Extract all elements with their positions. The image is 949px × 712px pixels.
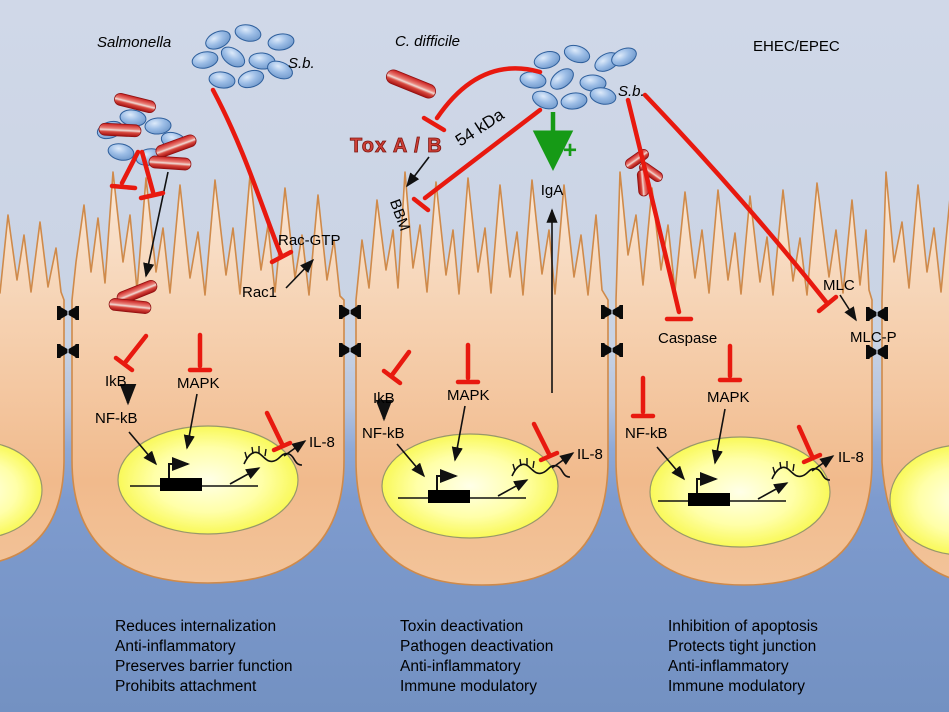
inhibit-mapk-cell1	[187, 332, 213, 373]
label-mapk-cell3: MAPK	[707, 389, 750, 406]
inhibit-rac-gtp	[210, 87, 294, 265]
inhibit-nfkb-cell3	[630, 375, 656, 419]
label-tox-a-b: Tox A / B	[350, 135, 443, 157]
benefit-item: Pathogen deactivation	[400, 638, 553, 655]
label-nfkb-cell1: NF-kB	[95, 410, 138, 427]
inhibition-lines	[109, 66, 839, 465]
inhibit-attachment-1	[109, 149, 141, 191]
label-iga: IgA	[541, 182, 564, 199]
benefit-item: Reduces internalization	[115, 618, 276, 635]
inhibit-ikb-cell1	[113, 333, 149, 373]
inhibit-mapk-cell2	[455, 342, 481, 385]
label-mapk-cell2: MAPK	[447, 387, 490, 404]
label-il8-cell1: IL-8	[309, 434, 335, 451]
label-salmonella: Salmonella	[97, 34, 171, 51]
protease-54kda-line	[411, 107, 543, 213]
label-plus: +	[563, 137, 577, 164]
label-rac-gtp: Rac-GTP	[278, 232, 341, 249]
benefit-item: Anti-inflammatory	[400, 658, 521, 675]
label-ehec-epec: EHEC/EPEC	[753, 38, 840, 55]
benefit-item: Immune modulatory	[668, 678, 805, 695]
nucleus-partial-right	[889, 445, 949, 555]
inhibit-attachment-2	[138, 149, 166, 201]
inhibit-il8-cell2	[531, 421, 560, 463]
benefit-item: Toxin deactivation	[400, 618, 523, 635]
label-mlc-p: MLC-P	[850, 329, 897, 346]
inhibit-il8-cell1	[264, 410, 293, 453]
salmonella-rod	[148, 155, 192, 171]
salmonella-rod	[98, 122, 142, 138]
benefit-item: Anti-inflammatory	[115, 638, 236, 655]
inhibit-il8-cell3	[796, 424, 823, 465]
inhibit-tox-ab	[421, 66, 543, 133]
label-rac1: Rac1	[242, 284, 277, 301]
label-il8-cell3: IL-8	[838, 449, 864, 466]
inhibit-ikb-cell2	[381, 349, 412, 386]
label-sb-right: S.b.	[618, 83, 645, 100]
inhibit-caspase	[625, 97, 694, 322]
benefit-item: Inhibition of apoptosis	[668, 618, 818, 635]
benefit-list-center: Toxin deactivation Pathogen deactivation…	[400, 618, 553, 695]
internalization-arrow	[143, 171, 169, 278]
black-arrows	[119, 156, 857, 422]
benefit-item: Preserves barrier function	[115, 658, 292, 675]
nucleus-cell-1	[117, 425, 299, 535]
benefit-list-left: Reduces internalization Anti-inflammator…	[115, 618, 292, 695]
nucleus-partial-left	[0, 443, 43, 537]
label-nfkb-cell3: NF-kB	[625, 425, 668, 442]
mlc-to-mlcp-arrow	[839, 294, 857, 322]
label-mapk-cell1: MAPK	[177, 375, 220, 392]
nucleus-cell-2	[381, 433, 559, 539]
inhibit-mlc-phosphorylation	[642, 92, 839, 314]
rac1-to-racgtp-arrow	[285, 258, 315, 289]
label-caspase: Caspase	[658, 330, 717, 347]
benefit-item: Immune modulatory	[400, 678, 537, 695]
inhibit-mapk-cell3	[717, 343, 743, 383]
label-sb-left: S.b.	[288, 55, 315, 72]
toxin-to-bbm-arrow	[406, 156, 430, 188]
label-mlc: MLC	[823, 277, 855, 294]
label-ikb-cell1: IkB	[105, 373, 127, 390]
label-ikb-cell2: IkB	[373, 390, 395, 407]
nucleus-cell-3	[649, 436, 831, 548]
benefit-item: Protects tight junction	[668, 638, 816, 655]
benefit-list-right: Inhibition of apoptosis Protects tight j…	[668, 618, 818, 695]
benefit-item: Prohibits attachment	[115, 678, 257, 695]
benefit-item: Anti-inflammatory	[668, 658, 789, 675]
label-il8-cell2: IL-8	[577, 446, 603, 463]
label-nfkb-cell2: NF-kB	[362, 425, 405, 442]
label-c-difficile: C. difficile	[395, 33, 460, 50]
